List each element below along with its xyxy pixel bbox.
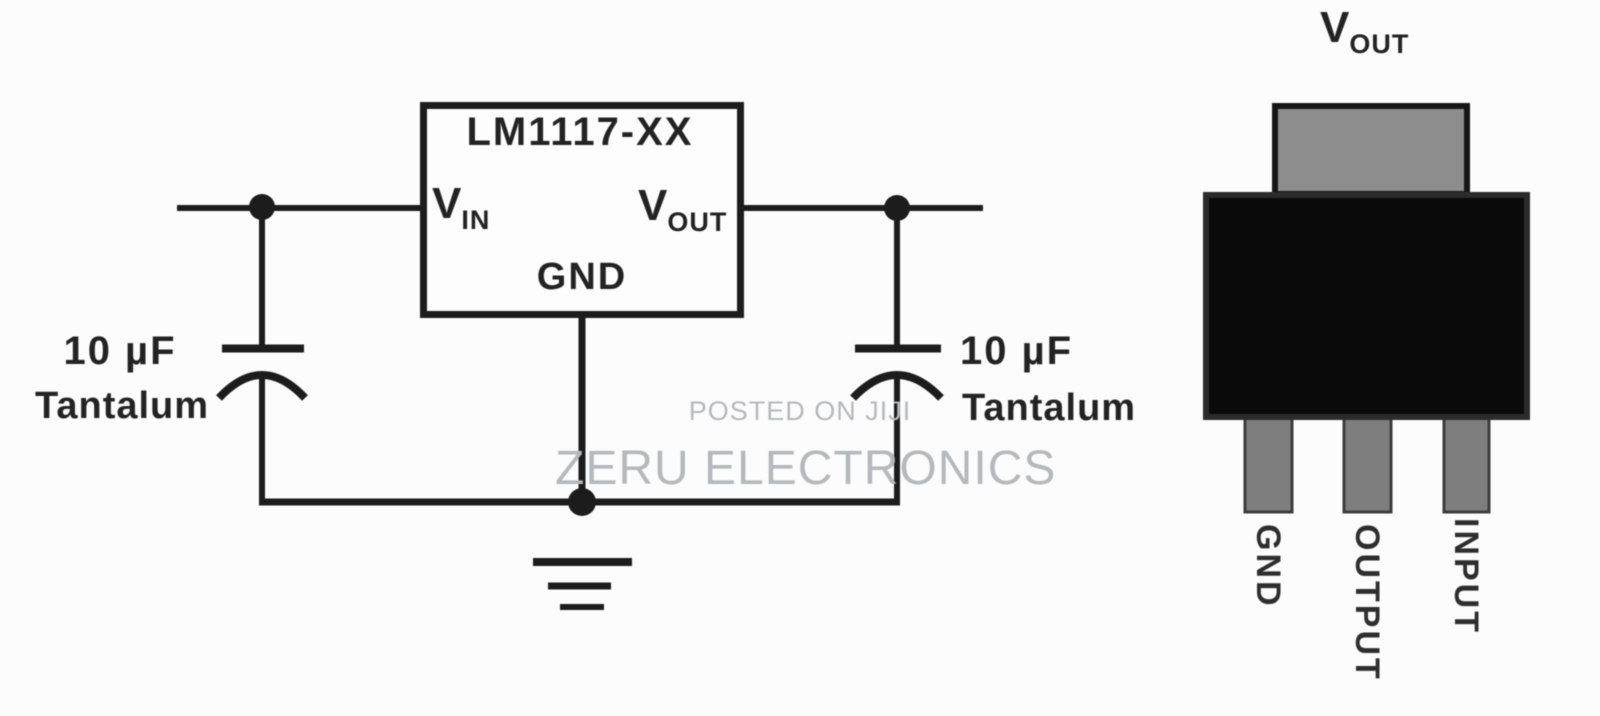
package-pin-label-gnd: GND xyxy=(1249,524,1287,609)
package-pin-gnd xyxy=(1243,416,1294,514)
vin-pin-label: VIN xyxy=(432,179,490,234)
input-junction-dot xyxy=(249,194,275,220)
package-tab-label-base: V xyxy=(1320,3,1350,52)
ic-part-number: LM1117-XX xyxy=(466,110,694,154)
vout-base: V xyxy=(638,181,668,230)
vout-subscript: OUT xyxy=(667,207,728,237)
vout-pin-label: VOUT xyxy=(638,181,727,236)
package-tab-label: VOUT xyxy=(1320,3,1409,58)
right-cap-value: 10 µF xyxy=(960,329,1074,373)
right-cap-curve xyxy=(850,371,944,401)
vin-subscript: IN xyxy=(461,205,491,235)
left-cap-type: Tantalum xyxy=(34,385,210,427)
left-cap-curve xyxy=(216,371,308,401)
package-pin-input xyxy=(1442,416,1491,514)
package-pin-label-output: OUTPUT xyxy=(1348,524,1386,682)
watermark-seller-name: ZERU ELECTRONICS xyxy=(555,442,1057,495)
vin-base: V xyxy=(432,179,462,228)
package-tab xyxy=(1272,103,1470,197)
gnd-pin-label: GND xyxy=(536,256,628,298)
right-cap-type: Tantalum xyxy=(962,387,1137,429)
left-cap-value: 10 µF xyxy=(63,329,177,373)
ground-junction-dot xyxy=(568,488,596,516)
watermark-posted-on: POSTED ON JIJI xyxy=(688,396,912,426)
output-junction-dot xyxy=(884,195,910,221)
package-pin-label-input: INPUT xyxy=(1447,518,1485,635)
package-tab-label-subscript: OUT xyxy=(1349,29,1410,59)
package-pin-output xyxy=(1342,416,1393,514)
regulator-box xyxy=(420,102,744,318)
package-body xyxy=(1203,192,1530,420)
